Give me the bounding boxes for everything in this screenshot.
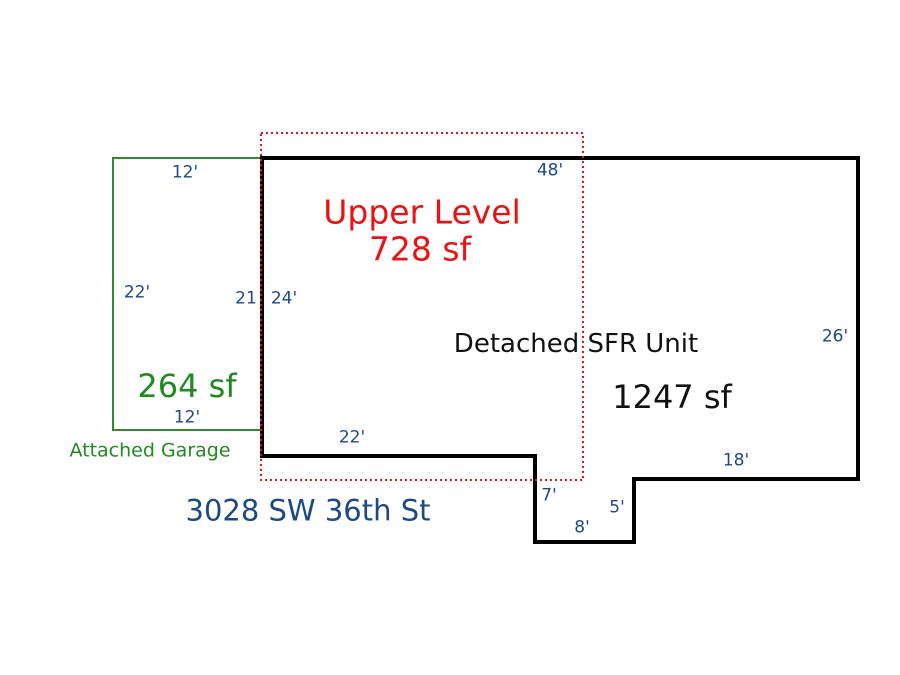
dim-garage-right: 21 — [235, 288, 257, 309]
upper-level-title: Upper Level — [323, 192, 521, 232]
garage-title: Attached Garage — [69, 439, 231, 462]
dim-main-bottom-left: 22' — [338, 427, 366, 448]
dim-main-bottom-right: 18' — [722, 450, 750, 471]
dim-notch-bottom: 8' — [574, 517, 590, 538]
dim-garage-left: 22' — [123, 282, 151, 303]
upper-level-outline — [260, 132, 584, 481]
dim-notch-right: 5' — [609, 497, 625, 518]
main-unit-area: 1247 sf — [612, 378, 732, 416]
dim-garage-bottom: 12' — [173, 407, 201, 428]
address-label: 3028 SW 36th St — [185, 493, 431, 528]
dim-main-left: 24' — [270, 288, 298, 309]
dim-notch-left: 7' — [541, 485, 557, 506]
main-unit-title: Detached SFR Unit — [453, 329, 699, 359]
dim-main-right: 26' — [821, 326, 849, 347]
garage-area: 264 sf — [137, 367, 237, 405]
upper-level-area: 728 sf — [368, 229, 472, 269]
dim-main-top: 48' — [536, 160, 564, 181]
main-unit-outline — [260, 156, 860, 544]
dim-garage-top: 12' — [171, 162, 199, 183]
